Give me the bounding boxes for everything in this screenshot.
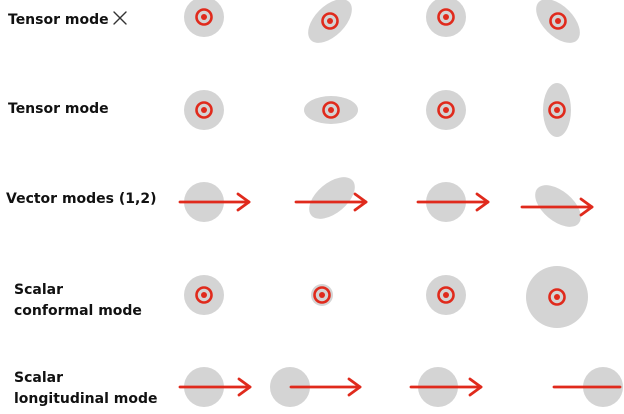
- tensor-plus-panel-1: [184, 90, 224, 130]
- scalar-longitudinal-panel-2: [270, 367, 362, 407]
- cross-icon: [113, 11, 127, 25]
- vector-panel-3: [416, 182, 490, 222]
- arrow-right-icon: [289, 377, 362, 397]
- tensor-cross-panel-1: [184, 0, 224, 37]
- scalar-conformal-panel-3: [426, 275, 466, 315]
- scalar-conformal-panel-1: [184, 275, 224, 315]
- arrow-right-icon: [409, 377, 483, 397]
- tensor-cross-panel-2: [308, 0, 352, 43]
- arrow-right-icon: [416, 192, 490, 212]
- tensor-cross-panel-3: [426, 0, 466, 37]
- scalar-longitudinal-panel-4: [552, 367, 623, 407]
- arrow-right-icon: [178, 377, 252, 397]
- row-label-scalar-conformal-line1: Scalar: [14, 282, 63, 298]
- row-label-scalar-longitudinal-line1: Scalar: [14, 370, 63, 386]
- arrow-right-icon: [520, 197, 594, 217]
- row-label-tensor-plus: Tensor mode: [8, 101, 109, 117]
- tensor-cross-panel-4: [536, 0, 580, 43]
- tensor-plus-panel-4: [543, 83, 571, 137]
- row-label-scalar-longitudinal-line2: longitudinal mode: [14, 391, 158, 407]
- scalar-longitudinal-panel-1: [178, 367, 252, 407]
- arrow-right-icon: [294, 192, 368, 212]
- scalar-conformal-panel-4: [526, 266, 588, 328]
- vector-panel-4: [520, 185, 594, 227]
- scalar-longitudinal-panel-3: [409, 367, 483, 407]
- tensor-plus-panel-2: [304, 96, 358, 124]
- row-label-scalar-conformal-line2: conformal mode: [14, 303, 142, 319]
- vector-panel-2: [294, 177, 368, 219]
- vector-panel-1: [178, 182, 251, 222]
- tensor-plus-panel-3: [426, 90, 466, 130]
- scalar-conformal-panel-2: [311, 284, 333, 306]
- row-label-tensor-cross: Tensor mode: [8, 12, 109, 28]
- arrow-right-icon: [178, 192, 251, 212]
- row-label-vector: Vector modes (1,2): [6, 191, 156, 207]
